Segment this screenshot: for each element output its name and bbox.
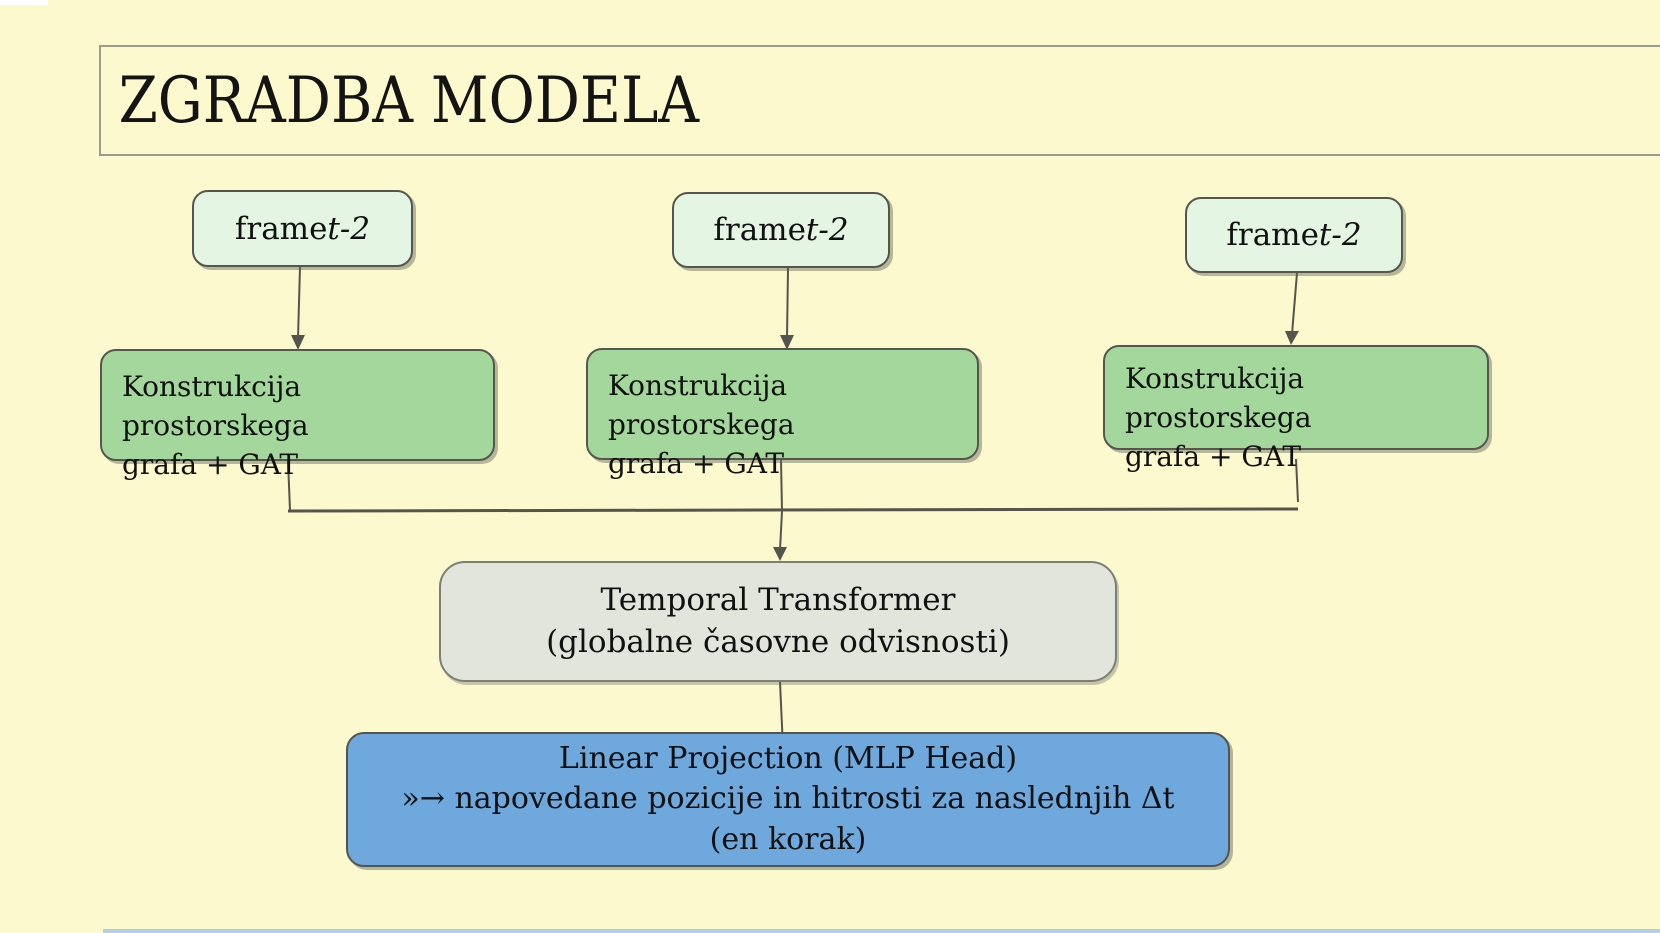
spatial-graph-box-2: Konstrukcija prostorskega grafa + GAT [586,348,979,480]
frame-t2-box-1: frame t-2 [192,190,413,267]
frame-label-var: t-2 [327,210,371,247]
arrowhead-temporal [773,547,787,561]
bottom-edge-strip [103,929,1660,933]
arrow-frame3-to-spatial3 [1291,272,1298,335]
frame-label-var: t-2 [805,212,849,248]
frame-label: frame [1226,217,1319,253]
arrow-frame1-to-spatial1 [297,266,301,339]
mlp-head-box: Linear Projection (MLP Head) »→ napoveda… [346,732,1230,867]
arrow-merge-to-temporal [779,510,783,551]
frame-label-var: t-2 [1318,217,1362,253]
spatial-graph-box-3: Konstrukcija prostorskega grafa + GAT [1103,345,1489,473]
frame-t2-box-2: frame t-2 [672,192,890,268]
arrowhead-spatial1 [291,335,305,350]
temporal-transformer-box: Temporal Transformer (globalne časovne o… [439,561,1117,682]
merge-bar-line [287,507,1299,513]
arrow-frame2-to-spatial2 [786,267,789,339]
arrowhead-spatial3 [1285,331,1299,345]
slide-title: ZGRADBA MODELA [118,63,700,138]
frame-label: frame [234,210,328,247]
slide-title-box: ZGRADBA MODELA [99,45,1660,156]
frame-t2-box-3: frame t-2 [1185,197,1403,273]
top-left-corner-artifact [0,0,48,5]
spatial-graph-box-1: Konstrukcija prostorskega grafa + GAT [100,349,495,481]
frame-label: frame [713,212,806,248]
